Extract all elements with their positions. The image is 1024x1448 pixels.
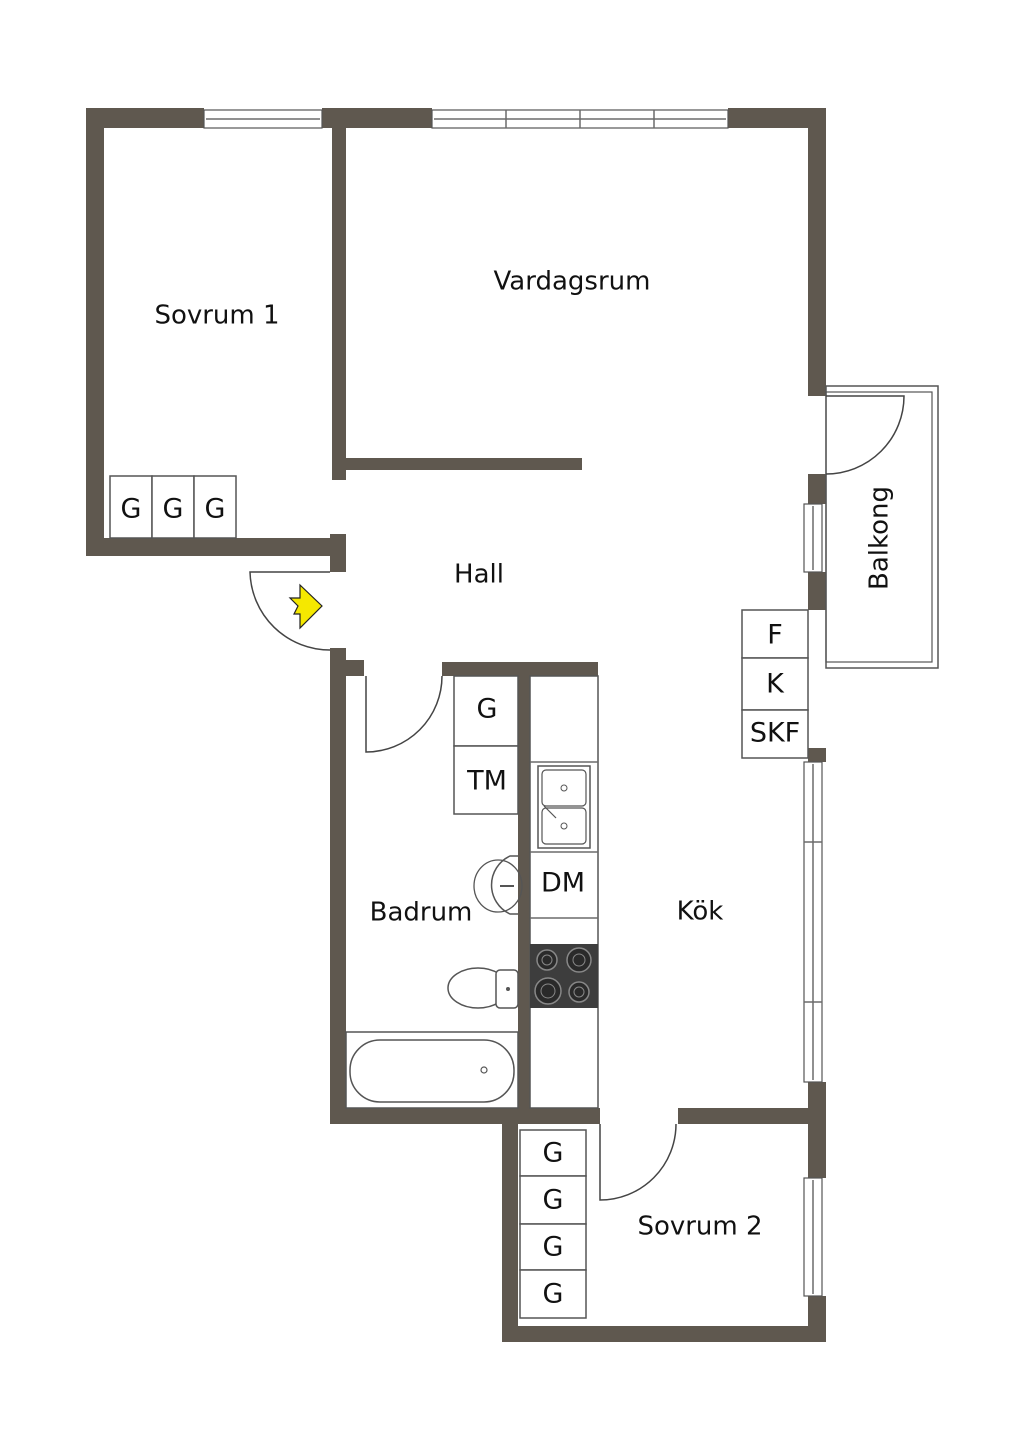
room-label-balkong: Balkong: [865, 486, 895, 590]
doors: [249, 571, 677, 1201]
kitchen-appliances-column: F K SKF: [741, 609, 809, 759]
room-label-sovrum1: Sovrum 1: [154, 301, 279, 331]
broom-cupboard-label: SKF: [750, 718, 800, 749]
fridge-label: K: [766, 669, 785, 700]
wardrobe-label: G: [543, 1279, 564, 1310]
room-label-vardagsrum: Vardagsrum: [494, 267, 651, 297]
balcony-door[interactable]: [825, 395, 905, 475]
windows: [203, 109, 823, 1297]
room-label-kok: Kök: [677, 897, 724, 927]
entrance-door[interactable]: [249, 571, 331, 651]
walls: [86, 108, 826, 1342]
wardrobe-label: G: [163, 494, 184, 525]
wardrobe-label: G: [543, 1138, 564, 1169]
wardrobe-label: G: [205, 494, 226, 525]
wardrobe-label: G: [477, 694, 498, 725]
kitchen-counter: DM: [529, 675, 599, 1109]
wardrobe-label: G: [543, 1232, 564, 1263]
bathroom-fixtures: G TM: [345, 675, 523, 1109]
dishwasher-label: DM: [541, 868, 585, 899]
room-label-sovrum2: Sovrum 2: [637, 1212, 762, 1242]
stove-icon: [530, 944, 598, 1008]
wardrobe-label: G: [121, 494, 142, 525]
wash-basin-icon: [473, 855, 523, 915]
room-labels: Sovrum 1 Vardagsrum Hall Badrum Kök Balk…: [154, 267, 894, 1242]
wardrobes-sovrum1: G G G: [109, 475, 237, 539]
room-label-badrum: Badrum: [370, 898, 473, 928]
bathtub-icon: [345, 1031, 519, 1109]
balcony: [825, 385, 939, 669]
room-label-hall: Hall: [454, 560, 504, 590]
bathroom-door[interactable]: [365, 675, 443, 753]
wardrobe-label: G: [543, 1185, 564, 1216]
wardrobes-sovrum2: G G G G: [519, 1129, 587, 1319]
sovrum2-door[interactable]: [599, 1123, 677, 1201]
entrance-arrow-icon: [288, 583, 323, 630]
sink-icon: [537, 765, 591, 849]
freezer-label: F: [767, 620, 783, 651]
toilet-icon: [447, 967, 519, 1009]
washer-label: TM: [466, 766, 507, 797]
